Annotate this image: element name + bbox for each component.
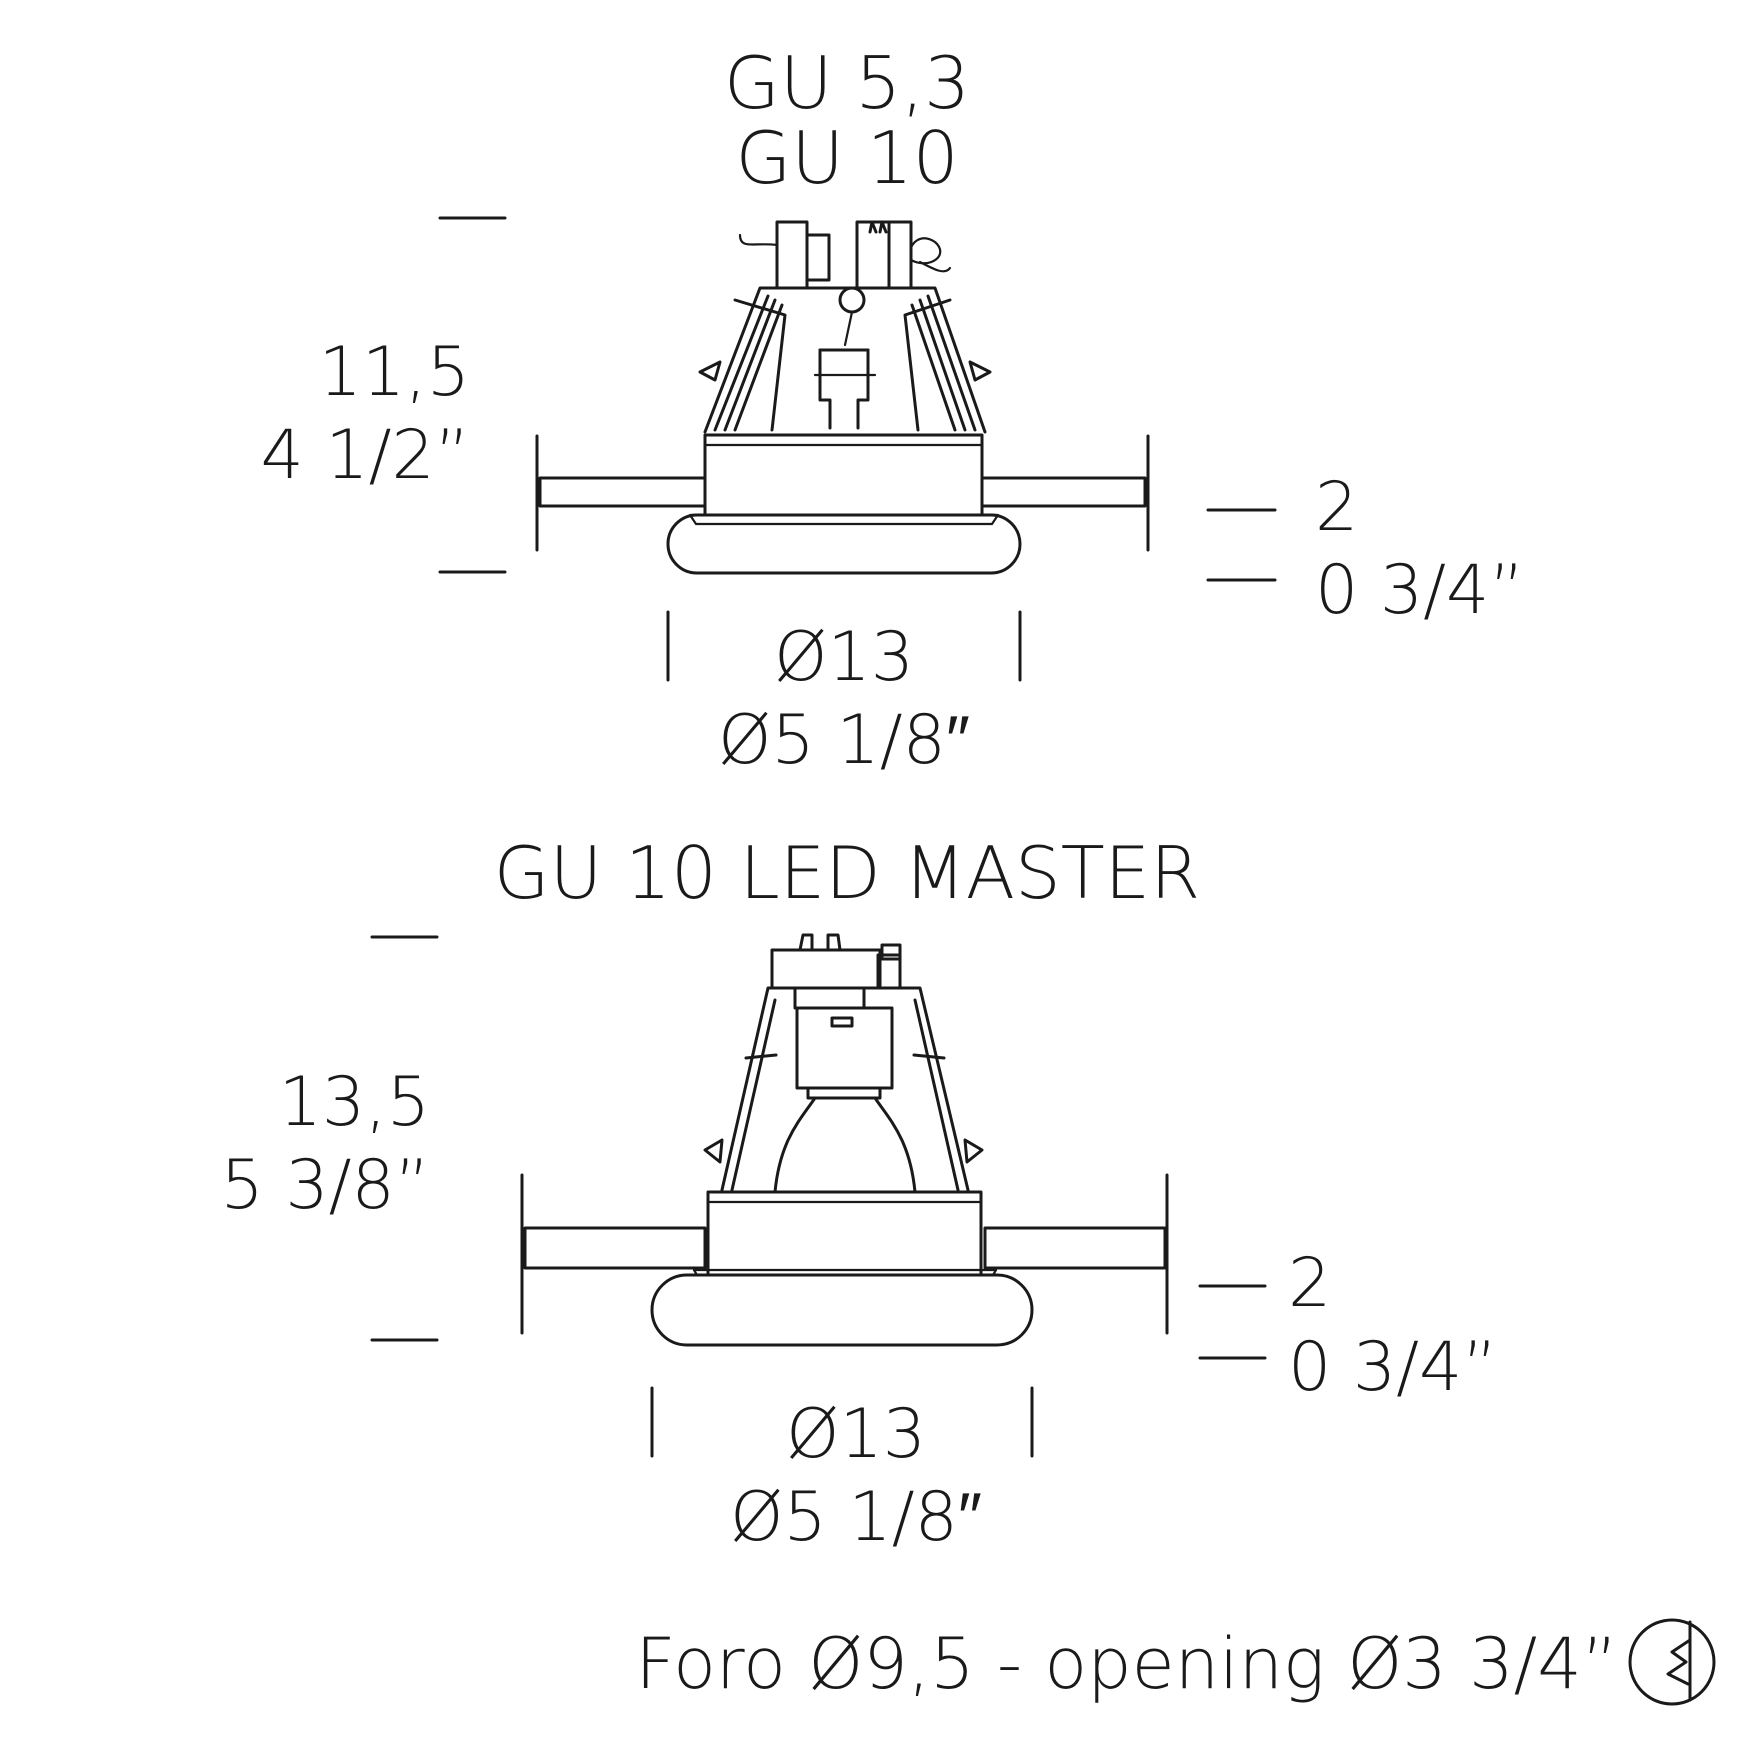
variant-b: GU 10 LED MASTER 13,5 5 3/8” (220, 831, 1497, 1557)
variant-b-diameter-in: Ø5 1/8″ (730, 1478, 982, 1557)
variant-a-diameter-cm: Ø13 (774, 618, 914, 697)
variant-a: GU 5,3 GU 10 11,5 4 1/2” (260, 41, 1524, 780)
cut-circle-icon (1628, 1618, 1716, 1706)
footer: Foro Ø9,5 - opening Ø3 3/4” (635, 1618, 1716, 1706)
variant-a-diameter-in: Ø5 1/8″ (718, 701, 970, 780)
variant-b-height-in: 5 3/8” (220, 1146, 430, 1225)
fixture-a-drawing (535, 220, 1150, 575)
variant-b-flange-cm: 2 (1288, 1244, 1331, 1323)
variant-b-label: GU 10 LED MASTER (494, 831, 1200, 915)
variant-b-flange-in: 0 3/4” (1288, 1328, 1498, 1407)
variant-a-height-cm: 11,5 (319, 333, 470, 412)
variant-a-flange-cm: 2 (1315, 468, 1358, 547)
opening-text: Foro Ø9,5 - opening Ø3 3/4” (635, 1623, 1618, 1705)
variant-b-height-cm: 13,5 (279, 1063, 430, 1142)
variant-b-diameter-cm: Ø13 (786, 1395, 926, 1474)
variant-a-flange-in: 0 3/4” (1315, 551, 1525, 630)
variant-a-height-in: 4 1/2” (260, 416, 470, 495)
variant-a-label-line1: GU 5,3 (724, 41, 970, 125)
variant-a-label-line2: GU 10 (736, 116, 959, 200)
fixture-b-drawing (520, 933, 1169, 1347)
